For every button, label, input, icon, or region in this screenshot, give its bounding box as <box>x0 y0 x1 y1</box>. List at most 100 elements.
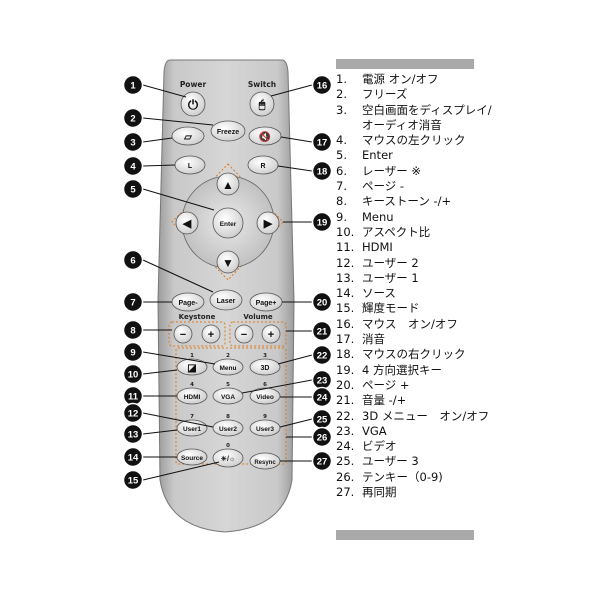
callout-number: 10 <box>128 370 139 381</box>
laser-button[interactable] <box>209 289 243 311</box>
menu-text: Menu <box>220 365 237 372</box>
callout-circle <box>122 291 144 313</box>
legend-item: 14.ソース <box>336 286 496 301</box>
user3-text: User3 <box>256 426 274 433</box>
down-button[interactable] <box>216 250 240 274</box>
mute-button[interactable] <box>248 126 282 146</box>
mute-glyph: 🔇 <box>259 130 271 143</box>
user2-button[interactable] <box>212 419 244 437</box>
menu-button[interactable] <box>212 358 244 376</box>
aspect-button[interactable] <box>176 358 208 376</box>
callout-21: 21 <box>311 320 333 342</box>
keystone-minus-text: − <box>180 329 186 341</box>
right-button[interactable] <box>256 211 280 235</box>
callout-circle <box>122 249 144 271</box>
switch-button[interactable] <box>249 91 275 117</box>
legend-item-text: ユーザー 1 <box>362 270 419 285</box>
volume-minus-button[interactable] <box>234 324 254 344</box>
digit-3-label: 3 <box>263 353 267 359</box>
mode-icon: ☀/☼ <box>221 455 236 463</box>
blank-button[interactable] <box>171 126 205 146</box>
legend-item-text: テンキー（0-9) <box>362 469 443 484</box>
mode-button[interactable] <box>212 448 244 468</box>
callout-9: 9 <box>122 341 144 363</box>
user3-button[interactable] <box>249 419 281 437</box>
legend-item-number: 12. <box>336 255 355 270</box>
legend-item-text: レーザー ※ <box>362 163 422 178</box>
keystone-plus-button[interactable] <box>201 324 221 344</box>
legend-item-text: ユーザー 3 <box>362 454 419 469</box>
video-text: Video <box>256 394 274 401</box>
legend-item-number: 10. <box>336 224 355 239</box>
leader-lines <box>142 84 313 481</box>
right-click-button[interactable] <box>247 155 279 175</box>
user1-text: User1 <box>183 426 201 433</box>
legend-item-number: 22. <box>336 408 355 423</box>
callout-17: 17 <box>311 131 333 153</box>
vga-button[interactable] <box>212 387 244 405</box>
freeze-button[interactable] <box>210 120 246 142</box>
callout-10: 10 <box>122 363 144 385</box>
callout-circle <box>311 386 333 408</box>
callout-number: 25 <box>317 415 328 426</box>
callout-circle <box>122 363 144 385</box>
callout-circle <box>122 155 144 177</box>
3d-button[interactable] <box>249 358 281 376</box>
legend-item-text: マウスの左クリック <box>362 133 466 148</box>
legend-item-text: ユーザー 2 <box>362 255 419 270</box>
power-button[interactable] <box>180 91 206 117</box>
digit-5-label: 5 <box>226 382 230 388</box>
callout-number: 7 <box>130 298 135 309</box>
legend-item: 16.マウス オン/オフ <box>336 317 496 332</box>
legend-item: 4.マウスの左クリック <box>336 133 496 148</box>
callout-1: 1 <box>122 74 144 96</box>
callout-circle <box>122 402 144 424</box>
callout-circle <box>122 469 144 491</box>
legend-item-text: アスペクト比 <box>362 224 431 239</box>
callout-number: 24 <box>317 393 328 404</box>
legend-item-text: 空白画面をディスプレイ/オーディオ消音 <box>362 102 492 132</box>
legend-item-text: 電源 オン/オフ <box>362 72 439 86</box>
callout-circle <box>311 344 333 366</box>
volume-plus-text: + <box>268 329 274 341</box>
callout-number: 1 <box>130 81 136 92</box>
legend-item-number: 18. <box>336 347 355 362</box>
callout-number: 15 <box>128 476 139 487</box>
volume-plus-button[interactable] <box>261 324 281 344</box>
callout-3: 3 <box>122 131 144 153</box>
legend-top-bar <box>336 59 474 69</box>
legend-item-text: ビデオ <box>362 439 397 454</box>
video-button[interactable] <box>249 387 281 405</box>
legend-item-number: 16. <box>336 316 355 331</box>
up-button[interactable] <box>216 172 240 196</box>
callout-5: 5 <box>122 178 144 200</box>
callout-number: 8 <box>130 326 135 337</box>
legend-item-text: ページ + <box>362 377 410 392</box>
callout-number: 11 <box>128 392 139 403</box>
volume-region <box>229 321 287 347</box>
callout-8: 8 <box>122 319 144 341</box>
legend-item-number: 13. <box>336 270 355 285</box>
callout-13: 13 <box>122 423 144 445</box>
power-glyph: ⏻ <box>188 97 199 112</box>
callout-number: 12 <box>128 409 139 420</box>
digit-4-label: 4 <box>190 382 194 388</box>
enter-button[interactable] <box>212 207 244 239</box>
legend-item: 5.Enter <box>336 148 496 163</box>
legend-item-text: Menu <box>362 209 394 224</box>
callout-25: 25 <box>311 408 333 430</box>
vga-text: VGA <box>221 394 235 401</box>
digit-1-label: 1 <box>190 353 194 359</box>
legend-item-number: 9. <box>336 209 347 224</box>
callout-27: 27 <box>311 450 333 472</box>
right-click-text: R <box>260 163 265 170</box>
legend-item: 2.フリーズ <box>336 87 496 102</box>
keystone-minus-button[interactable] <box>173 324 193 344</box>
callout-26: 26 <box>311 426 333 448</box>
left-button[interactable] <box>175 211 199 235</box>
digit-6-label: 6 <box>263 382 267 388</box>
blank-glyph: ▱ <box>183 132 192 143</box>
legend-item-number: 23. <box>336 423 355 438</box>
digit-2-label: 2 <box>226 353 230 359</box>
freeze-text: Freeze <box>217 129 239 136</box>
